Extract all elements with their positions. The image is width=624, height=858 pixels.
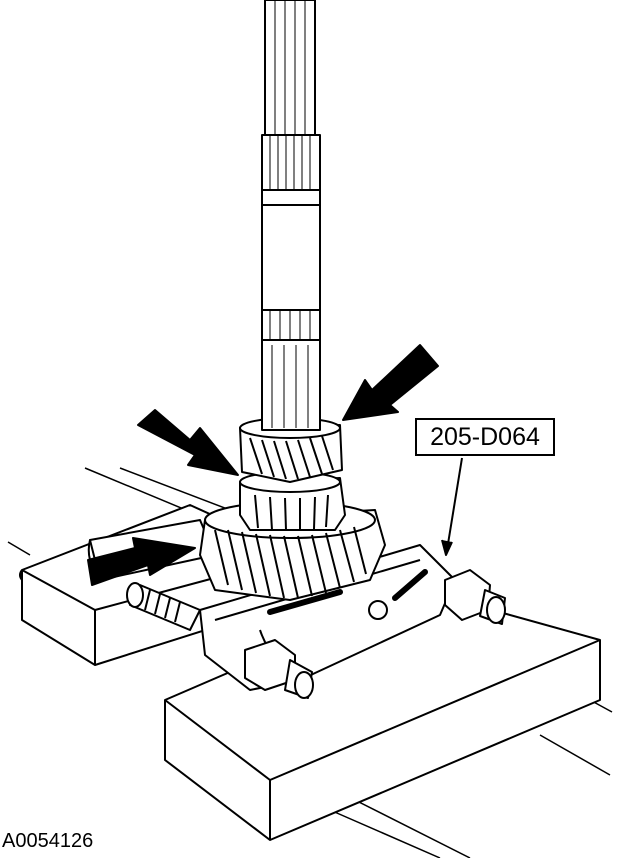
front-nut-bolt: [244, 639, 314, 699]
left-bolt: [126, 582, 201, 631]
main-shaft: [261, 0, 321, 431]
arrow-left-lower: [87, 537, 196, 586]
figure-id-label: A0054126: [2, 830, 94, 852]
right-nut-bolt: [444, 569, 506, 625]
arrow-left-middle: [137, 409, 239, 476]
tool-callout-box: 205-D064: [415, 418, 555, 456]
callout-leader: [441, 457, 463, 556]
tool-callout-label: 205-D064: [430, 422, 540, 451]
arrow-upper-right: [342, 344, 439, 421]
